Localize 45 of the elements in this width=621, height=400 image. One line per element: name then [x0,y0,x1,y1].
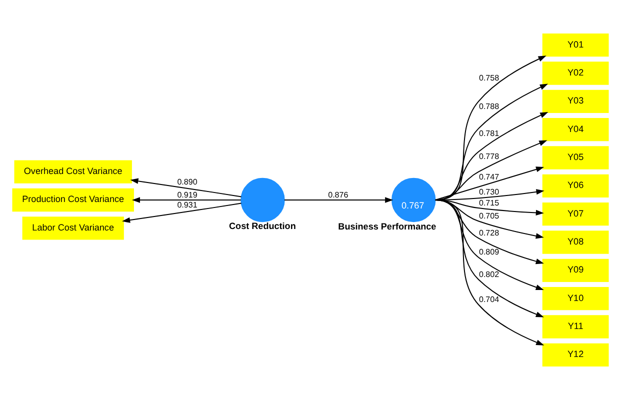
edge-label: 0.788 [478,102,500,111]
edge-label: 0.747 [478,172,500,182]
node-circle: 0.767 [391,178,436,222]
edge-label: 0.704 [478,295,500,304]
arrow [284,197,394,203]
node-box: Y05 [542,146,609,170]
edge-label: 0.778 [478,152,500,162]
node-box: Production Cost Variance [12,188,134,212]
arrow [435,56,546,200]
edge-label: 0.890 [177,177,198,186]
arrow [435,140,548,200]
node-box: Overhead Cost Variance [14,160,132,184]
node-label: Business Performance [338,221,436,232]
node-box: Y10 [542,287,609,310]
arrow [435,166,544,200]
node-box: Y02 [542,62,609,85]
node-box: Y09 [542,258,609,282]
arrow [122,202,242,223]
node-box: Y03 [542,90,609,113]
edge-label: 0.728 [478,228,500,238]
arrow [435,112,548,200]
edge-label: 0.876 [328,190,348,200]
edge-label: 0.931 [177,200,198,210]
edge-label: 0.758 [478,74,500,83]
edge-label: 0.705 [478,212,500,221]
node-box: Y01 [542,34,609,57]
arrow [435,84,548,200]
arrow [130,178,242,198]
edge-label: 0.809 [478,248,500,257]
node-box: Labor Cost Variance [22,216,124,240]
edge-label: 0.802 [478,270,500,279]
node-box: Y12 [542,343,609,366]
node-box: Y11 [542,315,609,338]
edge-label: 0.715 [478,198,500,208]
node-box: Y08 [542,230,609,254]
edge-label: 0.730 [478,187,500,196]
arrow [132,197,241,203]
node-box: Y07 [542,202,609,226]
node-circle [240,178,285,222]
node-box: Y04 [542,118,609,142]
edge-label: 0.919 [177,190,198,200]
node-box: Y06 [542,174,609,198]
arrow [435,200,544,346]
node-label: Cost Reduction [229,220,296,231]
edge-label: 0.781 [478,129,500,138]
